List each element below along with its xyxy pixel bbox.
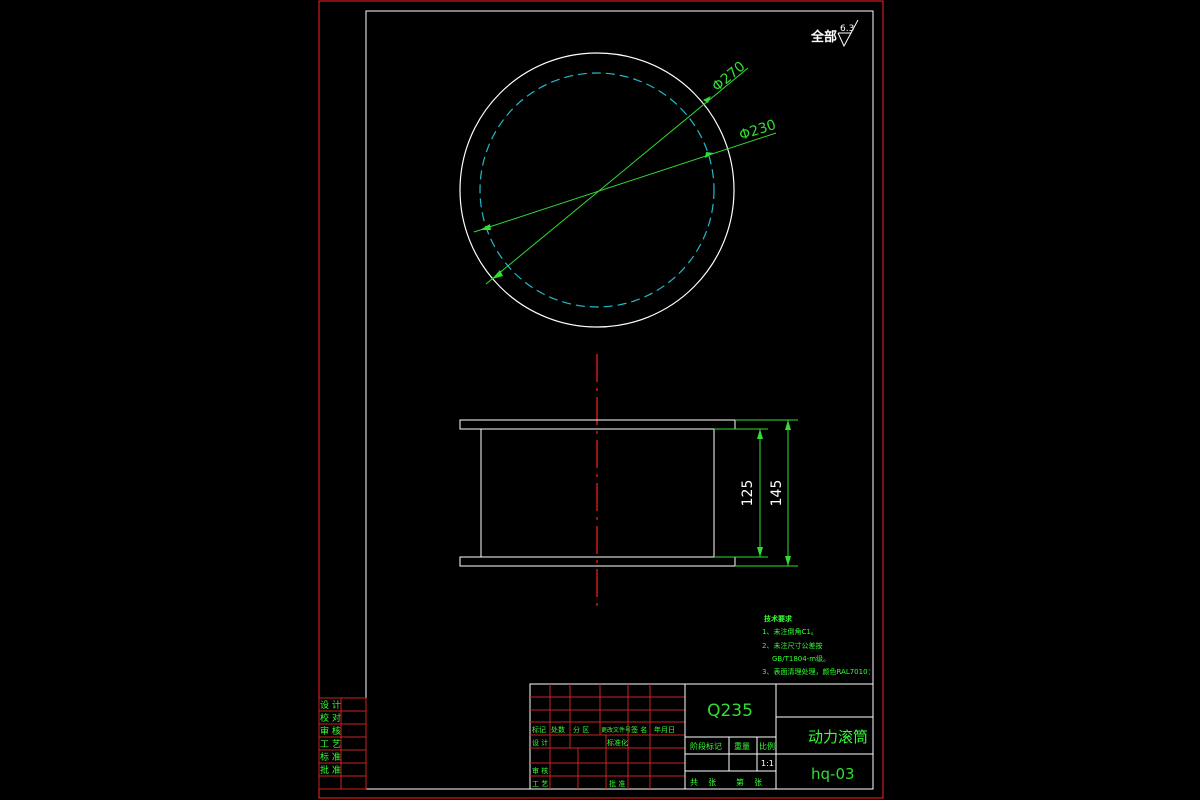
sheet-number: 第 张	[736, 777, 762, 787]
front-view: 125 145	[459, 354, 798, 612]
row-std: 标准化	[607, 738, 628, 747]
bottom-flange	[459, 556, 736, 567]
left-signature-strip: 设 计 校 对 审 核 工 艺 标 准 批 准	[318, 697, 367, 790]
stage-mark: 阶段标记	[690, 741, 722, 751]
dim-outer-diameter: Φ270	[709, 59, 748, 96]
dim-line-inner-diameter	[473, 132, 777, 233]
strip-label: 标 准	[320, 751, 341, 763]
surface-finish-label: 全部	[810, 29, 837, 45]
strip-label: 设 计	[320, 699, 341, 711]
outer-circle	[459, 52, 735, 328]
row-review: 审 核	[532, 766, 548, 775]
part-name: 动力滚筒	[808, 728, 868, 746]
top-view: Φ270 Φ230	[459, 52, 778, 328]
tech-req-item: 2、未注尺寸公差按	[762, 641, 822, 650]
row-design: 设 计	[532, 738, 548, 747]
strip-label: 审 核	[320, 725, 341, 737]
title-block: 标记 处数 分 区 更改文件号 签 名 年月日 设 计 标准化 审 核 工 艺 …	[529, 683, 874, 790]
tech-req-item: 3、表面清理处理，颜色RAL7010：	[762, 667, 875, 676]
roughness-icon	[837, 19, 859, 48]
sheets-total: 共 张	[690, 778, 716, 787]
revision-grid	[530, 684, 685, 789]
tech-req-heading: 技术要求	[764, 614, 793, 623]
dim-line-outer-diameter	[485, 67, 749, 285]
arrow-icon	[785, 420, 791, 430]
rev-header: 签 名	[631, 725, 647, 734]
strip-label: 校 对	[320, 712, 341, 724]
row-process: 工 艺	[532, 780, 548, 788]
strip-label: 批 准	[320, 764, 341, 776]
rev-header: 处数	[551, 725, 565, 734]
rev-header: 分 区	[573, 725, 589, 734]
arrow-icon	[492, 270, 503, 279]
top-flange	[459, 419, 736, 430]
arrow-icon	[757, 429, 763, 439]
drawing-number: hq-03	[811, 765, 855, 783]
strip-label: 工 艺	[320, 739, 341, 750]
row-approve: 批 准	[609, 779, 625, 788]
arrow-icon	[480, 224, 491, 230]
material: Q235	[707, 701, 753, 721]
surface-finish-symbol: 全部 6.3	[810, 19, 859, 48]
rev-header: 标记	[532, 725, 546, 734]
sheet-frame	[318, 0, 884, 799]
dim-outer-height: 145	[769, 480, 785, 507]
tech-req-item: GB/T1804-m级。	[772, 654, 830, 663]
arrow-icon	[785, 556, 791, 566]
rev-header: 年月日	[654, 725, 675, 734]
rev-header: 更改文件号	[601, 726, 631, 734]
weight: 重量	[734, 741, 750, 751]
technical-requirements: 技术要求 1、未注倒角C1。 2、未注尺寸公差按 GB/T1804-m级。 3、…	[762, 614, 875, 676]
scale-value: 1:1	[761, 759, 774, 768]
dim-inner-diameter: Φ230	[737, 117, 778, 144]
dim-inner-height: 125	[740, 480, 756, 507]
arrow-icon	[757, 547, 763, 557]
arrow-icon	[705, 152, 714, 158]
tech-req-item: 1、未注倒角C1。	[762, 627, 818, 636]
surface-finish-value: 6.3	[840, 24, 854, 34]
arrow-icon	[703, 96, 711, 103]
scale-label: 比例	[759, 741, 775, 751]
inner-hidden-circle	[479, 72, 715, 308]
